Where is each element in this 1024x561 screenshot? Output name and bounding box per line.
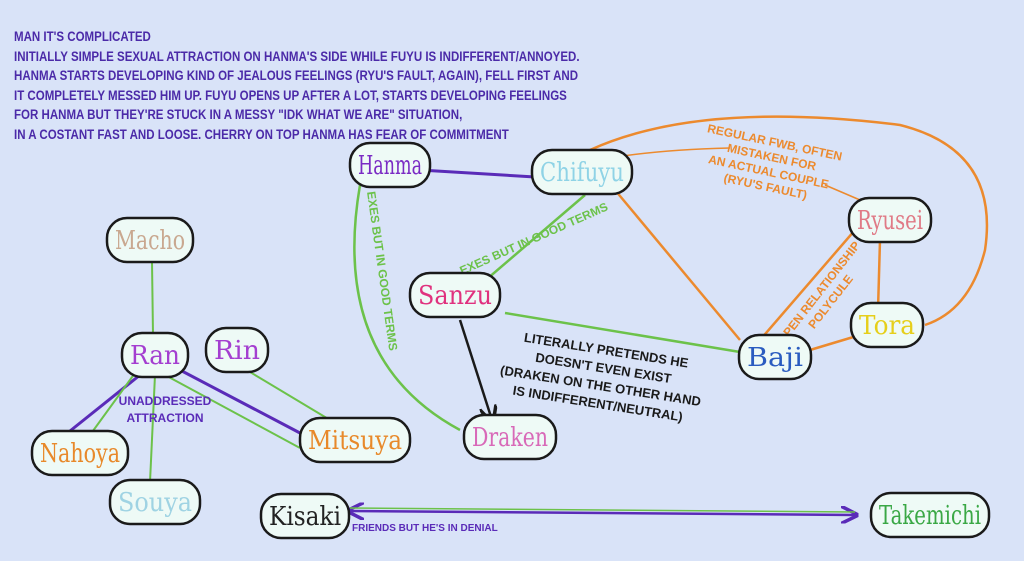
node-bubble: [204, 326, 270, 374]
node-label: Tora: [859, 311, 915, 341]
node-bubble: [530, 148, 634, 196]
notes-text: MAN IT'S COMPLICATED INITIALLY SIMPLE SE…: [14, 27, 580, 144]
node-chifuyu: Chifuyu: [530, 148, 634, 196]
node-bubble: [869, 491, 991, 539]
node-ran: Ran: [120, 331, 190, 379]
label-kisaki-takemichi: FRIENDS BUT HE'S IN DENIAL: [352, 523, 498, 534]
edge-hanma-chifuyu: [419, 168, 536, 179]
node-tora: Tora: [849, 301, 925, 349]
node-label: Chifuyu: [540, 158, 624, 188]
label-unaddressed: UNADDRESSED ATTRACTION: [119, 394, 212, 425]
edge-kisaki-takemichi: [350, 511, 855, 515]
node-label: Macho: [115, 226, 185, 256]
node-bubble: [105, 216, 195, 264]
edge-ran-mitsuya-purple: [179, 368, 301, 435]
node-bubble: [298, 416, 412, 464]
node-label: Rin: [214, 336, 260, 366]
edge-ran-nahoya-green: [89, 372, 136, 436]
edge-baji-tora: [809, 333, 861, 352]
node-draken: Draken: [462, 413, 558, 461]
edge-hanma-draken: [353, 184, 461, 432]
node-bubble: [259, 492, 351, 540]
node-label: Ran: [130, 341, 180, 371]
edge-kisaki-takemichi-green: [349, 507, 856, 513]
node-takemichi: Takemichi: [869, 491, 991, 539]
edges: [64, 115, 989, 515]
node-bubble: [108, 478, 202, 526]
note-line: INITIALLY SIMPLE SEXUAL ATTRACTION ON HA…: [14, 48, 580, 64]
node-label: Hanma: [358, 151, 422, 181]
node-bubble: [849, 301, 925, 349]
note-line: HANMA STARTS DEVELOPING KIND OF JEALOUS …: [14, 68, 579, 83]
edge-sanzu-baji: [504, 311, 741, 354]
edge-chifuyu-baji: [614, 189, 741, 341]
node-label: Kisaki: [269, 502, 341, 532]
note-line: IN A COSTANT FAST AND LOOSE. CHERRY ON T…: [14, 126, 509, 142]
node-bubble: [462, 413, 558, 461]
node-label: Draken: [472, 423, 548, 453]
label-chifuyu-sanzu: EXES BUT IN GOOD TERMS: [458, 200, 610, 278]
node-mitsuya: Mitsuya: [298, 416, 412, 464]
node-bubble: [120, 331, 190, 379]
edge-chifuyu-sanzu: [479, 194, 586, 286]
label-line: OPEN RELATIONSHIP: [775, 239, 863, 347]
node-bubble: [408, 271, 502, 319]
node-bubble: [737, 333, 813, 381]
node-kisaki: Kisaki: [259, 492, 351, 540]
edge-rin-mitsuya: [249, 371, 331, 421]
edge-chifuyu-tora: [589, 115, 989, 327]
node-label: Baji: [747, 343, 803, 373]
label-hanma-draken: EXES BUT IN GOOD TERMS: [364, 190, 400, 351]
edge-macho-ran: [151, 261, 154, 336]
node-bubble: [847, 196, 933, 244]
edge-ran-mitsuya-green: [164, 374, 301, 449]
note-line: IT COMPLETELY MESSED HIM UP. FUYU OPENS …: [14, 87, 567, 103]
node-label: Souya: [118, 488, 192, 518]
node-bubble: [30, 429, 130, 477]
node-label: Ryusei: [857, 206, 923, 236]
label-line: ATTRACTION: [126, 411, 203, 425]
node-label: Takemichi: [879, 501, 981, 531]
edge-sanzu-draken: [458, 319, 492, 420]
note-line: FOR HANMA BUT THEY'RE STUCK IN A MESSY "…: [14, 107, 463, 122]
edge-ran-souya: [149, 374, 156, 483]
node-hanma: Hanma: [348, 141, 432, 189]
node-ryusei: Ryusei: [847, 196, 933, 244]
node-label: Nahoya: [40, 439, 120, 469]
edge-baji-ryusei: [759, 229, 856, 341]
edge-ryusei-tora: [876, 239, 882, 311]
node-souya: Souya: [108, 478, 202, 526]
label-fwb: REGULAR FWB, OFTEN MISTAKEN FOR AN ACTUA…: [706, 121, 843, 202]
note-line: MAN IT'S COMPLICATED: [14, 29, 151, 44]
node-bubble: [348, 141, 432, 189]
node-macho: Macho: [105, 216, 195, 264]
node-label: Mitsuya: [308, 426, 402, 456]
node-label: Sanzu: [418, 281, 492, 311]
node-nahoya: Nahoya: [30, 429, 130, 477]
label-line: UNADDRESSED: [119, 394, 212, 408]
node-sanzu: Sanzu: [408, 271, 502, 319]
node-rin: Rin: [204, 326, 270, 374]
node-baji: Baji: [737, 333, 813, 381]
